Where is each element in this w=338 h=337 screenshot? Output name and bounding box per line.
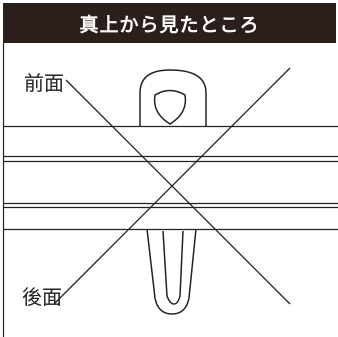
- front-label: 前面: [24, 71, 64, 95]
- back-hook-inner: [162, 230, 184, 305]
- cross-line: [65, 79, 291, 305]
- header-title: 真上から見たところ: [79, 13, 260, 36]
- header-bar: 真上から見たところ: [3, 3, 336, 43]
- front-hook-inner: [153, 89, 187, 125]
- back-hook-clip: [146, 228, 197, 315]
- cross-line: [53, 67, 291, 305]
- back-label: 後面: [22, 285, 62, 309]
